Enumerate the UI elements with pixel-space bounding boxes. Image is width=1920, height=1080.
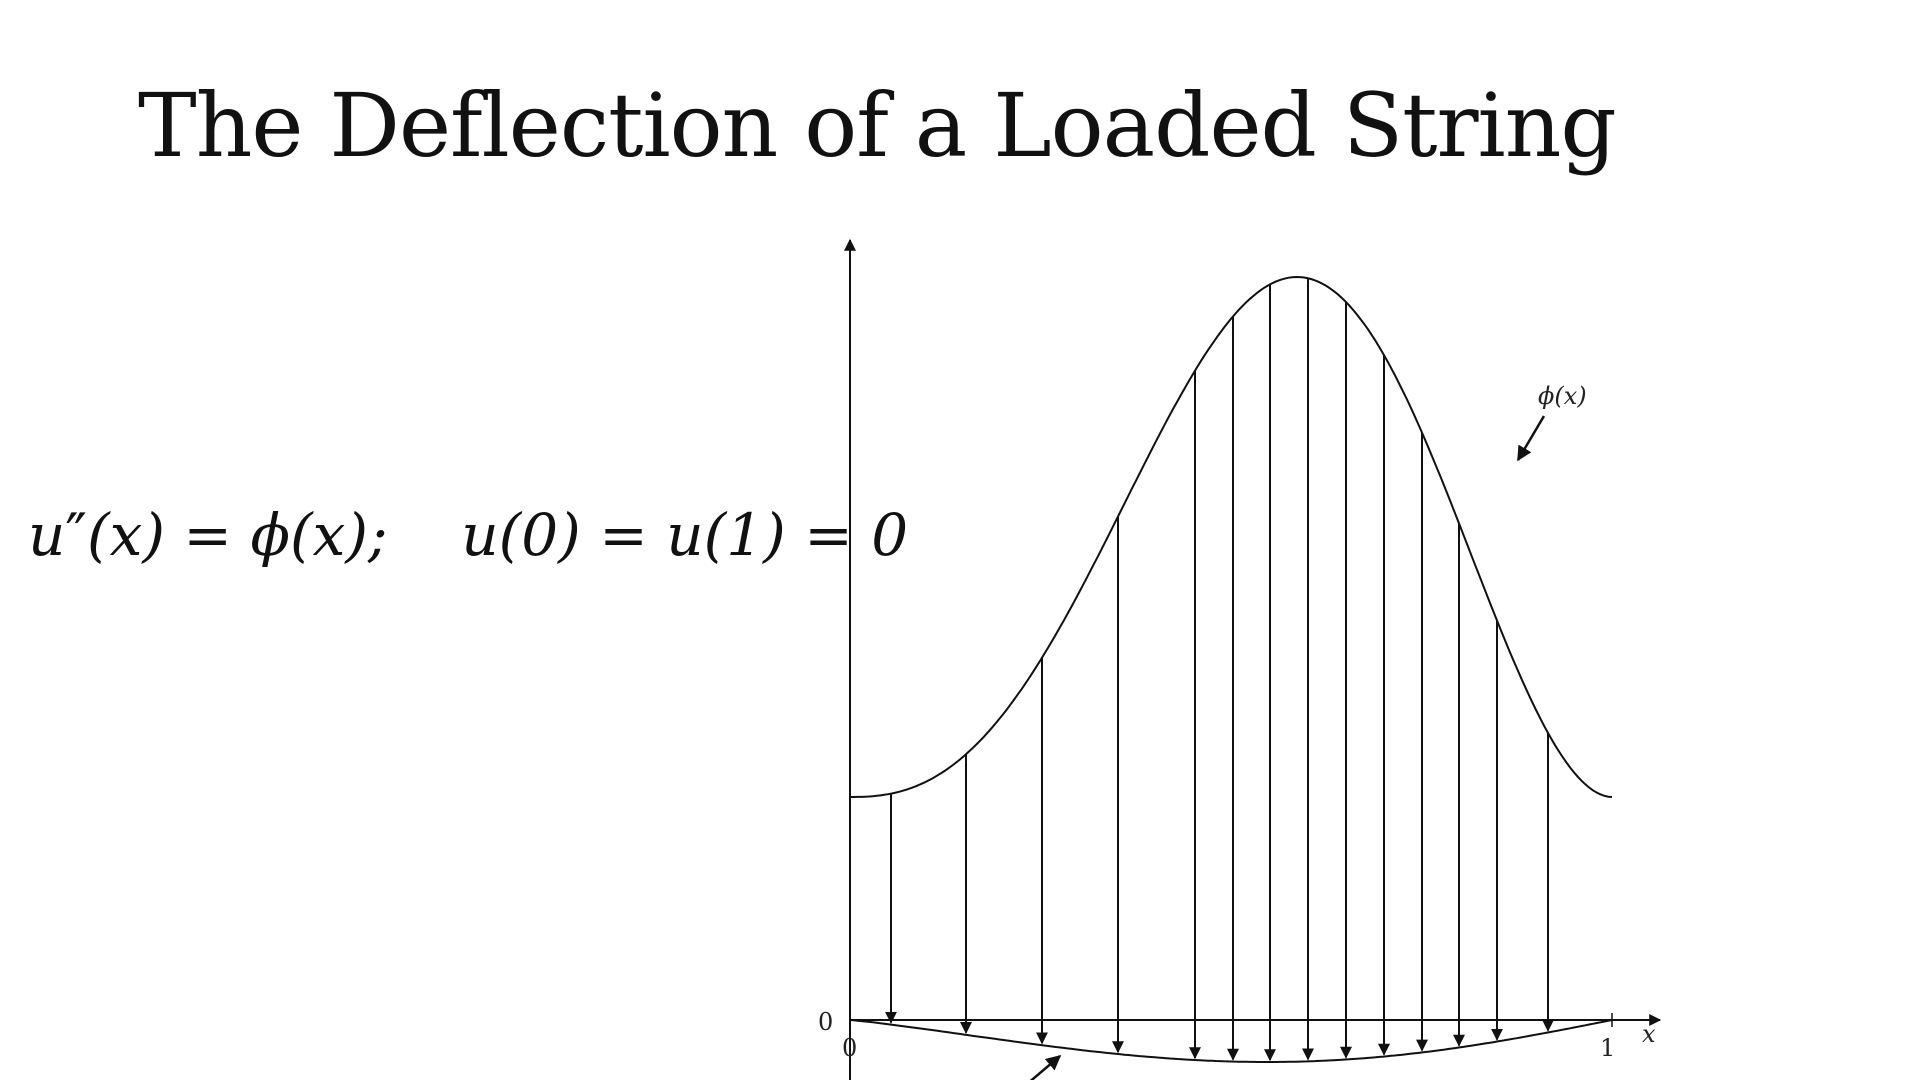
equation-double-prime: ″ (65, 501, 88, 569)
equation-u-symbol: u (28, 501, 66, 569)
equation-load-term: ϕ(x); (250, 501, 388, 569)
equation-lhs-argument: (x) (87, 501, 165, 569)
deflection-label-pointer (1029, 1055, 1062, 1080)
deflection-curve (849, 1019, 1613, 1063)
load-curve (850, 275, 1613, 798)
string-equation: u″(x) = ϕ(x); u(0) = u(1) = 0 (28, 506, 908, 564)
load-function-label: ϕ(x) (1538, 382, 1587, 410)
load-label-pointer (1516, 415, 1546, 462)
equation-equals-sign: = (165, 501, 251, 569)
load-arrows (885, 278, 1554, 1062)
x-axis-label: x (1642, 1020, 1656, 1048)
x-end-label: 1 (1600, 1034, 1615, 1062)
x-origin-label: 0 (842, 1034, 857, 1062)
y-origin-label: 0 (818, 1008, 833, 1036)
equation-boundary-conditions: u(0) = u(1) = 0 (461, 501, 909, 569)
slide-title: The Deflection of a Loaded String (138, 74, 1617, 177)
